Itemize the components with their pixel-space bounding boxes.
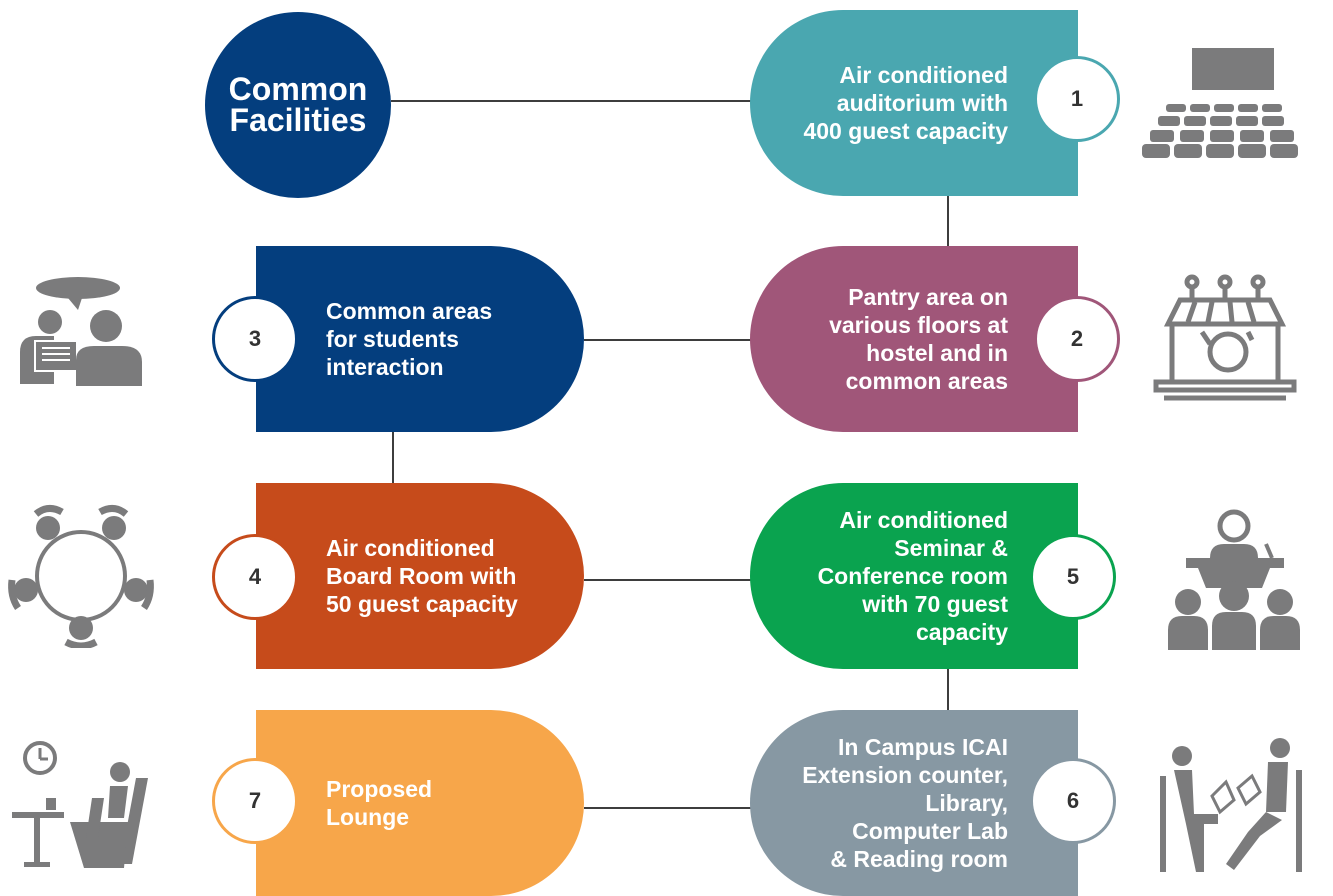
facility-5-number: 5 [1066,564,1080,589]
connector-1-2 [947,195,949,247]
facility-2-number-badge: 2 [1034,296,1120,382]
facility-5-text: Air conditioned Seminar & Conference roo… [817,507,1008,645]
connector-4-5 [584,579,751,581]
auditorium-icon [1140,48,1302,158]
facility-3-number: 3 [248,326,262,351]
facility-3-number-badge: 3 [212,296,298,382]
connector-7-6 [584,807,751,809]
facility-4-number: 4 [248,564,262,589]
facility-6-text: In Campus ICAI Extension counter, Librar… [802,734,1008,872]
facility-6-number-badge: 6 [1030,758,1116,844]
round-table-meeting-icon [6,504,156,648]
facility-1-number: 1 [1070,86,1084,111]
lounge-icon [8,738,152,870]
facility-1-pill: Air conditioned auditorium with 400 gues… [750,10,1078,196]
facility-2-text: Pantry area on various floors at hostel … [829,284,1008,394]
facility-2-pill: Pantry area on various floors at hostel … [750,246,1078,432]
connector-3-4 [392,431,394,483]
facility-5-number-badge: 5 [1030,534,1116,620]
facility-6-pill: In Campus ICAI Extension counter, Librar… [750,710,1078,896]
facility-3-pill: Common areas for students interaction [256,246,584,432]
facility-2-number: 2 [1070,326,1084,351]
discussion-icon [16,276,146,388]
facility-1-number-badge: 1 [1034,56,1120,142]
facility-4-number-badge: 4 [212,534,298,620]
connector-5-6 [947,668,949,712]
facility-7-number: 7 [248,788,262,813]
facility-1-text: Air conditioned auditorium with 400 gues… [803,62,1008,144]
facility-4-text: Air conditioned Board Room with 50 guest… [326,535,518,617]
hub-circle: Common Facilities [205,12,391,198]
facility-6-number: 6 [1066,788,1080,813]
facility-3-text: Common areas for students interaction [326,298,493,380]
facility-5-pill: Air conditioned Seminar & Conference roo… [750,483,1078,669]
reading-icon [1156,736,1306,876]
facility-7-number-badge: 7 [212,758,298,844]
hub-title: Common Facilities [228,71,368,138]
facility-4-pill: Air conditioned Board Room with 50 guest… [256,483,584,669]
seminar-icon [1164,504,1304,650]
connector-hub-1 [391,100,751,102]
facility-7-pill: Proposed Lounge [256,710,584,896]
connector-3-2 [584,339,751,341]
facility-7-text: Proposed Lounge [326,776,433,830]
pantry-icon [1150,274,1300,404]
